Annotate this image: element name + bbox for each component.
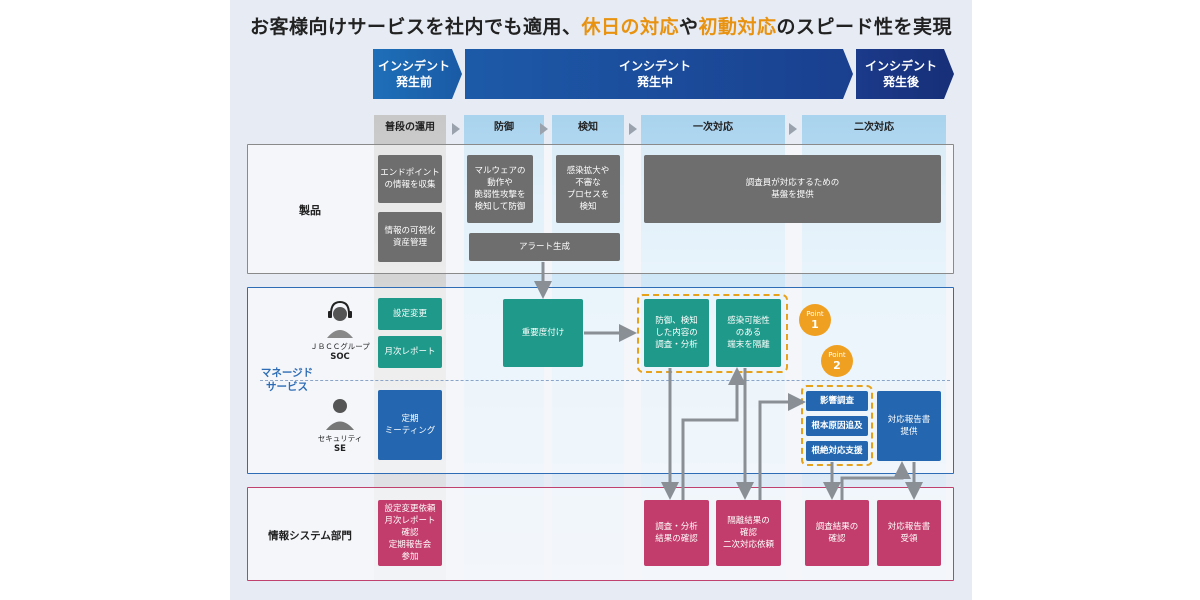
section-label-product: 製品 bbox=[299, 204, 321, 217]
box-impact-investigation: 影響調査 bbox=[806, 391, 868, 411]
section-label-managed: マネージド サービス bbox=[260, 367, 314, 393]
phase-during-chevron bbox=[465, 49, 853, 99]
box-endpoint: エンドポイント の情報を収集 bbox=[378, 155, 442, 203]
box-root-cause: 根本原因追及 bbox=[806, 416, 868, 436]
point1-group bbox=[637, 294, 788, 373]
phase-after: インシデント発生後 bbox=[864, 59, 937, 89]
box-settings-change: 設定変更 bbox=[378, 298, 442, 330]
section-label-info: 情報システム部門 bbox=[268, 530, 352, 542]
managed-divider bbox=[260, 380, 950, 381]
box-isolate-terminal: 感染可能性 のある 端末を隔離 bbox=[716, 299, 781, 367]
box-report-provide: 対応報告書 提供 bbox=[877, 391, 941, 461]
box-confirm-isolation: 隔離結果の 確認 二次対応依頼 bbox=[716, 500, 781, 566]
box-visualization: 情報の可視化 資産管理 bbox=[378, 212, 442, 262]
stage-header-second: 二次対応 bbox=[854, 122, 894, 133]
box-receive-report: 対応報告書 受領 bbox=[877, 500, 941, 566]
point2-group bbox=[801, 385, 873, 466]
box-monthly-report: 月次レポート bbox=[378, 336, 442, 368]
box-eradication: 根絶対応支援 bbox=[806, 441, 868, 461]
person-icon bbox=[326, 399, 354, 430]
arrow-confirm-to-impact bbox=[758, 393, 806, 500]
arrow-confirm-to-isolate bbox=[681, 367, 746, 500]
arrow-confirm-to-report bbox=[840, 461, 911, 500]
box-alert-generation: アラート生成 bbox=[469, 233, 620, 261]
box-spread-detect: 感染拡大や 不審な プロセスを 検知 bbox=[556, 155, 620, 223]
box-priority: 重要度付け bbox=[503, 299, 583, 367]
stage-arrow bbox=[629, 123, 637, 135]
box-confirm-investigation: 調査結果の 確認 bbox=[805, 500, 869, 566]
stage-header-ops: 普段の運用 bbox=[385, 122, 435, 133]
stage-header-first: 一次対応 bbox=[693, 122, 733, 133]
box-investigate-analyze: 防御、検知 した内容の 調査・分析 bbox=[644, 299, 709, 367]
box-investigator-platform: 調査員が対応するための 基盤を提供 bbox=[644, 155, 941, 223]
stage-header-defense: 防御 bbox=[494, 122, 514, 133]
stage-header-detect: 検知 bbox=[578, 122, 598, 133]
headset-person-icon bbox=[327, 300, 353, 338]
box-info-operations: 設定変更依頼 月次レポート 確認 定期報告会 参加 bbox=[378, 500, 442, 566]
phase-during: インシデント発生中 bbox=[618, 59, 691, 89]
phase-before-chevron bbox=[373, 49, 462, 99]
stage-arrow bbox=[540, 123, 548, 135]
stage-arrow bbox=[789, 123, 797, 135]
stage-arrow bbox=[452, 123, 460, 135]
phase-after-chevron bbox=[856, 49, 954, 99]
box-regular-meeting: 定期 ミーティング bbox=[378, 390, 442, 460]
page-title: お客様向けサービスを社内でも適用、休日の対応や初動対応のスピード性を実現 bbox=[249, 16, 953, 38]
phase-before: インシデント発生前 bbox=[377, 59, 450, 89]
box-confirm-analysis: 調査・分析 結果の確認 bbox=[644, 500, 709, 566]
box-malware-defense: マルウェアの 動作や 脆弱性攻撃を 検知して防御 bbox=[467, 155, 533, 223]
